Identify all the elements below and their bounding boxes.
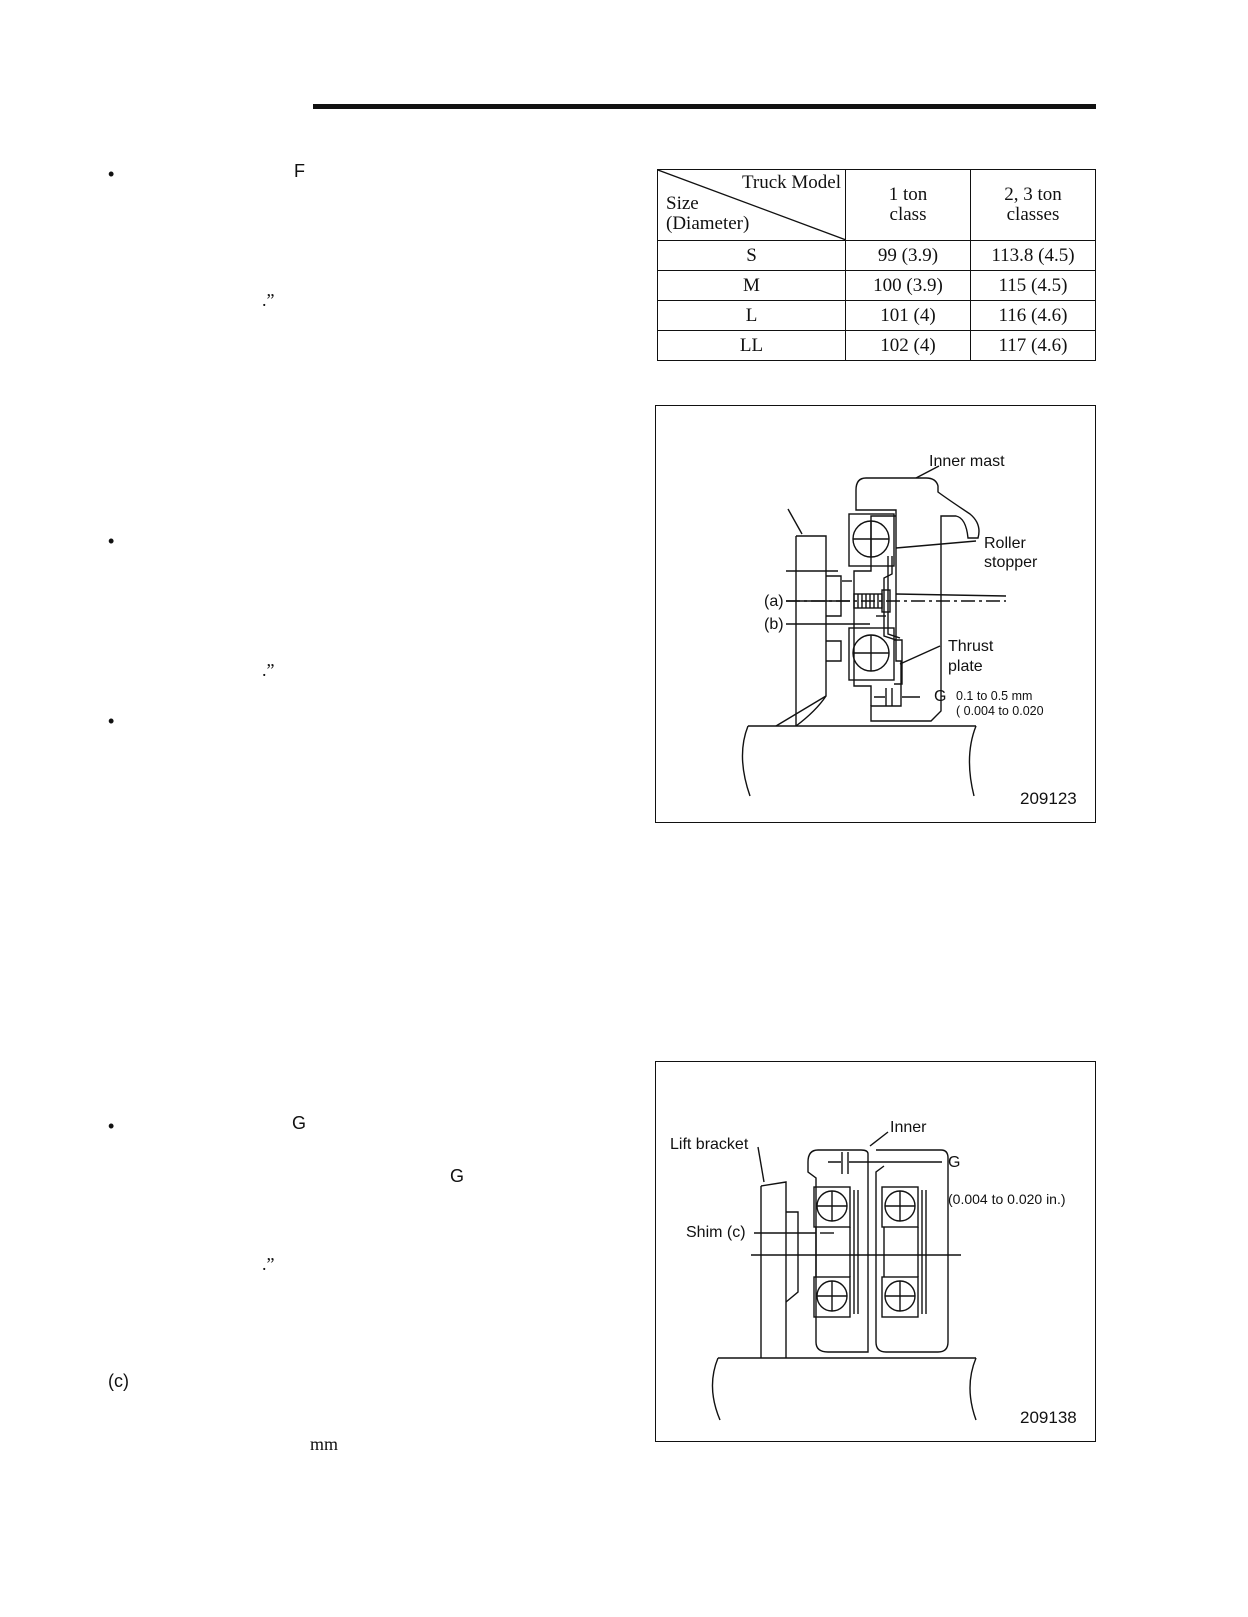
closing-quote-2: .” — [262, 660, 275, 680]
bullet-1: • — [108, 164, 115, 184]
label-g: G — [934, 688, 947, 705]
label-roller: Roller — [984, 535, 1026, 552]
label-gap-mm: 0.1 to 0.5 mm — [956, 689, 1033, 703]
header-rule — [313, 104, 1096, 109]
label-gap-in: (0.004 to 0.020 in.) — [948, 1191, 1066, 1207]
closing-quote-3: .” — [262, 1254, 275, 1274]
label-a: (a) — [764, 593, 784, 610]
label-b: (b) — [764, 616, 784, 633]
header-truck-model: Truck Model — [741, 172, 841, 193]
bullet-2: • — [108, 531, 115, 551]
cell-2-3-ton: 117 (4.6) — [970, 330, 1096, 361]
header-size: Size — [666, 193, 699, 214]
text-fragment-g-2: G — [450, 1166, 465, 1186]
table-row: LL 102 (4) 117 (4.6) — [657, 330, 1096, 361]
cell-size: LL — [657, 330, 846, 361]
shim-adjustment-drawing — [711, 1131, 977, 1421]
figure-roller-stopper: Inner mast Roller stopper (a) (b) Thrust… — [655, 405, 1096, 823]
bullet-3: • — [108, 711, 115, 731]
cell-2-3-ton: 115 (4.5) — [970, 270, 1096, 301]
cell-1-ton: 99 (3.9) — [845, 240, 971, 271]
cell-2-3-ton: 113.8 (4.5) — [970, 240, 1096, 271]
text-fragment-f: F — [294, 161, 305, 181]
label-lift-bracket: Lift bracket — [670, 1136, 749, 1153]
label-gap-in: ( 0.004 to 0.020 — [956, 704, 1044, 718]
figure-number-209123: 209123 — [1020, 789, 1077, 808]
table-row: L 101 (4) 116 (4.6) — [657, 300, 1096, 331]
header-diameter: (Diameter) — [666, 213, 750, 234]
label-stopper: stopper — [984, 554, 1038, 571]
figure-number-209138: 209138 — [1020, 1408, 1077, 1427]
roller-stopper-drawing — [741, 465, 1007, 797]
figure-shim-adjustment: Lift bracket Inner G (0.004 to 0.020 in.… — [655, 1061, 1096, 1442]
cell-size: S — [657, 240, 846, 271]
label-inner-mast: Inner mast — [929, 453, 1005, 470]
label-g: G — [948, 1154, 961, 1171]
cell-1-ton: 100 (3.9) — [845, 270, 971, 301]
shim-reference-c: (c) — [108, 1371, 129, 1391]
text-fragment-g-1: G — [292, 1113, 307, 1133]
cell-size: L — [657, 300, 846, 331]
header-diagonal-line — [658, 170, 846, 240]
label-inner: Inner — [890, 1119, 927, 1136]
header-diagonal-cell: Truck Model Size (Diameter) — [657, 169, 846, 241]
label-shim-c: Shim (c) — [686, 1224, 746, 1241]
table-row: S 99 (3.9) 113.8 (4.5) — [657, 240, 1096, 271]
closing-quote-1: .” — [262, 290, 275, 310]
table-row: M 100 (3.9) 115 (4.5) — [657, 270, 1096, 301]
cell-1-ton: 102 (4) — [845, 330, 971, 361]
label-plate: plate — [948, 658, 983, 675]
cell-1-ton: 101 (4) — [845, 300, 971, 331]
cell-size: M — [657, 270, 846, 301]
label-thrust: Thrust — [948, 638, 994, 655]
unit-mm: mm — [310, 1434, 339, 1454]
cell-2-3-ton: 116 (4.6) — [970, 300, 1096, 331]
bullet-4: • — [108, 1116, 115, 1136]
